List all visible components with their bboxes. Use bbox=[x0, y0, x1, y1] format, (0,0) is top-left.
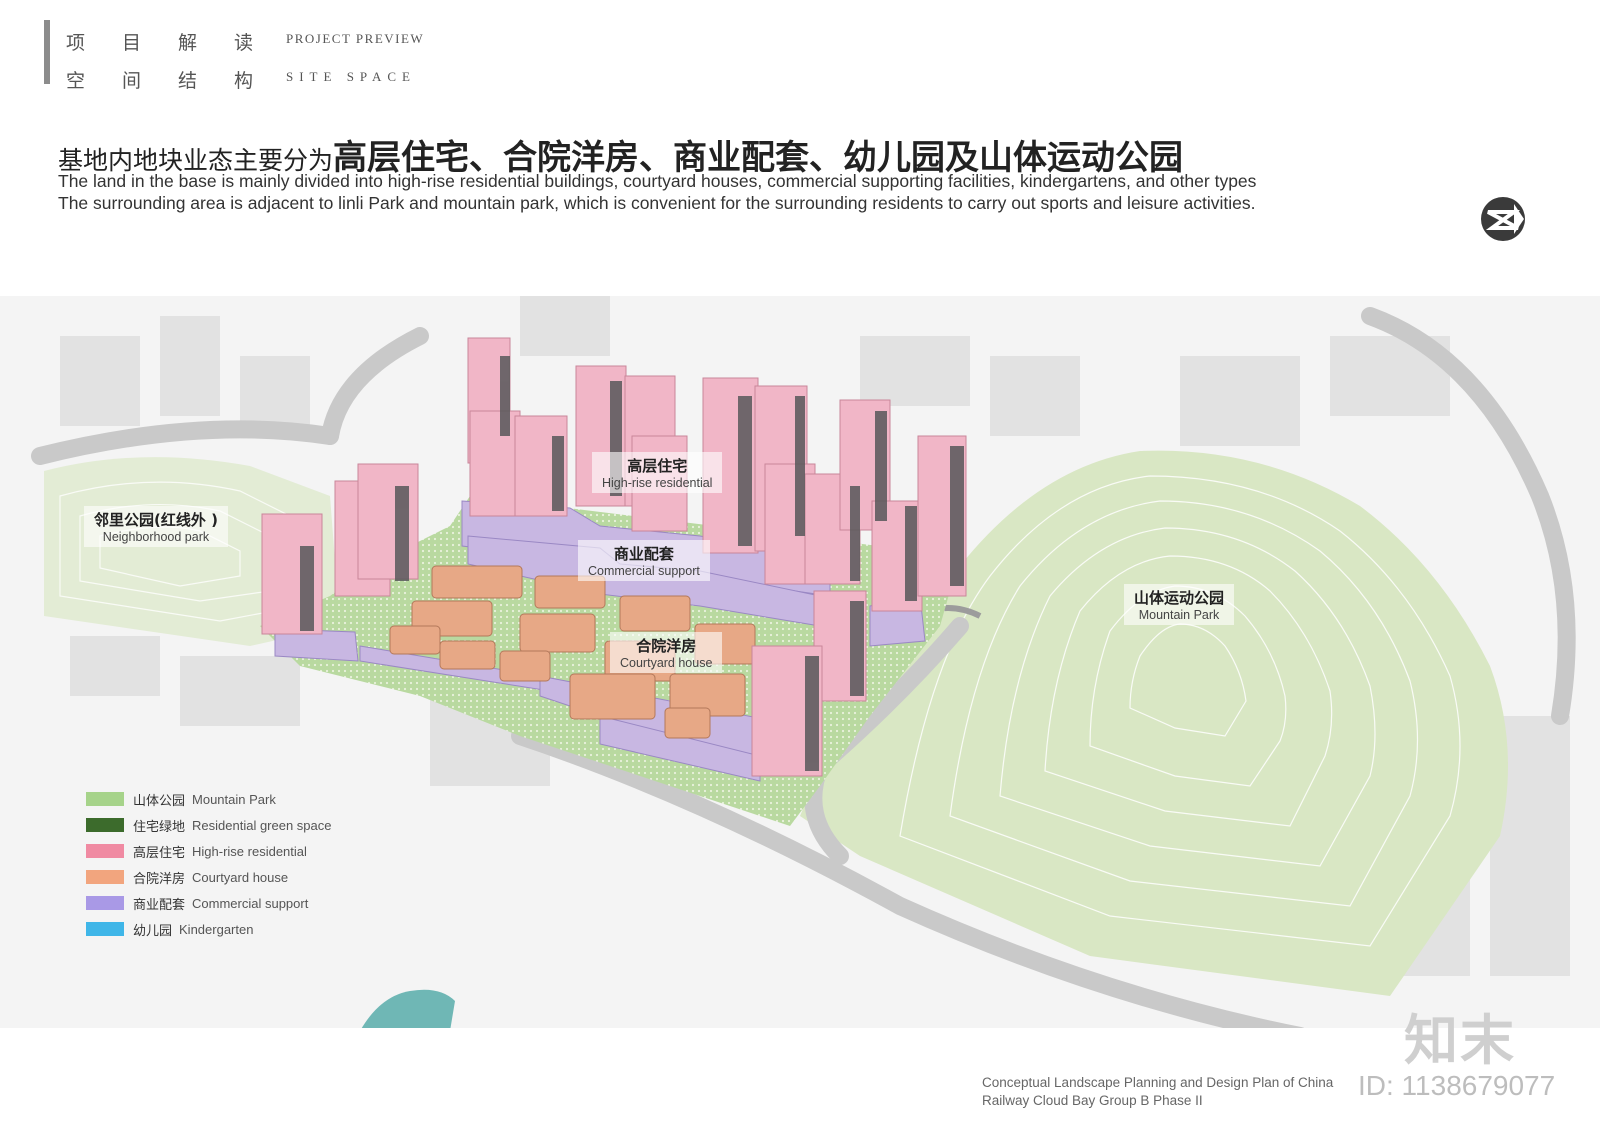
label-commercial: 商业配套 Commercial support bbox=[578, 540, 710, 581]
legend-label-en: High-rise residential bbox=[192, 843, 307, 859]
section-title-en: PROJECT PREVIEW bbox=[286, 31, 425, 46]
label-mountain-park: 山体运动公园 Mountain Park bbox=[1124, 584, 1235, 625]
legend-item: 幼儿园 Kindergarten bbox=[86, 916, 332, 942]
legend-label-en: Kindergarten bbox=[179, 921, 254, 937]
footer-project-name: Conceptual Landscape Planning and Design… bbox=[982, 1074, 1333, 1110]
legend-label-cn: 住宅绿地 bbox=[133, 819, 186, 835]
legend-swatch bbox=[86, 792, 124, 806]
mountain-park-area bbox=[800, 450, 1508, 997]
label-courtyard-cn: 合院洋房 bbox=[636, 637, 697, 655]
footer-line-2: Railway Cloud Bay Group B Phase II bbox=[982, 1093, 1203, 1108]
title-highlight: 高层住宅、合院洋房、商业配套、幼儿园及山体运动公园 bbox=[333, 138, 1184, 178]
label-mountain-en: Mountain Park bbox=[1138, 608, 1220, 622]
legend-label-cn: 高层住宅 bbox=[133, 845, 186, 861]
subtitle-line-1: The land in the base is mainly divided i… bbox=[58, 171, 1257, 191]
label-highrise-cn: 高层住宅 bbox=[627, 457, 688, 475]
legend-item: 住宅绿地 Residential green space bbox=[86, 812, 332, 838]
label-neighborhood-en: Neighborhood park bbox=[102, 530, 210, 544]
north-arrow-icon bbox=[1481, 197, 1525, 241]
label-neighborhood-park: 邻里公园(红线外 ) Neighborhood park bbox=[84, 506, 228, 547]
legend-swatch bbox=[86, 818, 124, 832]
section-title-cn: 项目解读 bbox=[66, 32, 291, 54]
legend-label-cn: 幼儿园 bbox=[133, 923, 173, 939]
water-body bbox=[360, 989, 455, 1031]
title-lead: 基地内地块业态主要分为 bbox=[58, 146, 334, 175]
legend-label-en: Mountain Park bbox=[192, 791, 276, 807]
legend-item: 山体公园 Mountain Park bbox=[86, 786, 332, 812]
legend-swatch bbox=[86, 922, 124, 936]
site-plan-map bbox=[0, 296, 1600, 1056]
subsection-title-en: SITE SPACE bbox=[286, 69, 416, 84]
legend-label-cn: 商业配套 bbox=[133, 897, 186, 913]
legend-swatch bbox=[86, 896, 124, 910]
mountain-park-contours bbox=[899, 475, 1461, 947]
header-accent-bar bbox=[44, 20, 50, 84]
map-legend: 山体公园 Mountain Park 住宅绿地 Residential gree… bbox=[86, 786, 332, 942]
legend-label-cn: 山体公园 bbox=[133, 793, 186, 809]
highrise-towers bbox=[261, 337, 967, 777]
legend-label-en: Commercial support bbox=[192, 895, 309, 911]
legend-swatch bbox=[86, 870, 124, 884]
watermark-logo: 知末 bbox=[1404, 1009, 1516, 1072]
legend-label-en: Courtyard house bbox=[192, 869, 289, 885]
courtyard-houses bbox=[389, 565, 756, 739]
subtitle-line-2: The surrounding area is adjacent to linl… bbox=[58, 193, 1256, 213]
label-courtyard-en: Courtyard house bbox=[620, 656, 713, 670]
label-commercial-cn: 商业配套 bbox=[613, 545, 674, 563]
label-mountain-cn: 山体运动公园 bbox=[1134, 589, 1225, 607]
legend-item: 商业配套 Commercial support bbox=[86, 890, 332, 916]
legend-item: 高层住宅 High-rise residential bbox=[86, 838, 332, 864]
legend-swatch bbox=[86, 844, 124, 858]
label-commercial-en: Commercial support bbox=[588, 564, 700, 578]
label-courtyard: 合院洋房 Courtyard house bbox=[610, 632, 723, 673]
page-title: 基地内地块业态主要分为高层住宅、合院洋房、商业配套、幼儿园及山体运动公园 bbox=[58, 130, 1183, 179]
label-neighborhood-cn: 邻里公园(红线外 ) bbox=[94, 511, 218, 529]
label-highrise-en: High-rise residential bbox=[602, 476, 713, 490]
map-bottom-margin bbox=[0, 1028, 1600, 1056]
legend-label-en: Residential green space bbox=[192, 817, 332, 833]
legend-item: 合院洋房 Courtyard house bbox=[86, 864, 332, 890]
footer-line-1: Conceptual Landscape Planning and Design… bbox=[982, 1075, 1334, 1090]
watermark-id: ID: 1138679077 bbox=[1358, 1070, 1556, 1101]
subsection-title-cn: 空间结构 bbox=[66, 70, 291, 92]
label-highrise: 高层住宅 High-rise residential bbox=[592, 452, 723, 493]
legend-label-cn: 合院洋房 bbox=[133, 871, 186, 887]
